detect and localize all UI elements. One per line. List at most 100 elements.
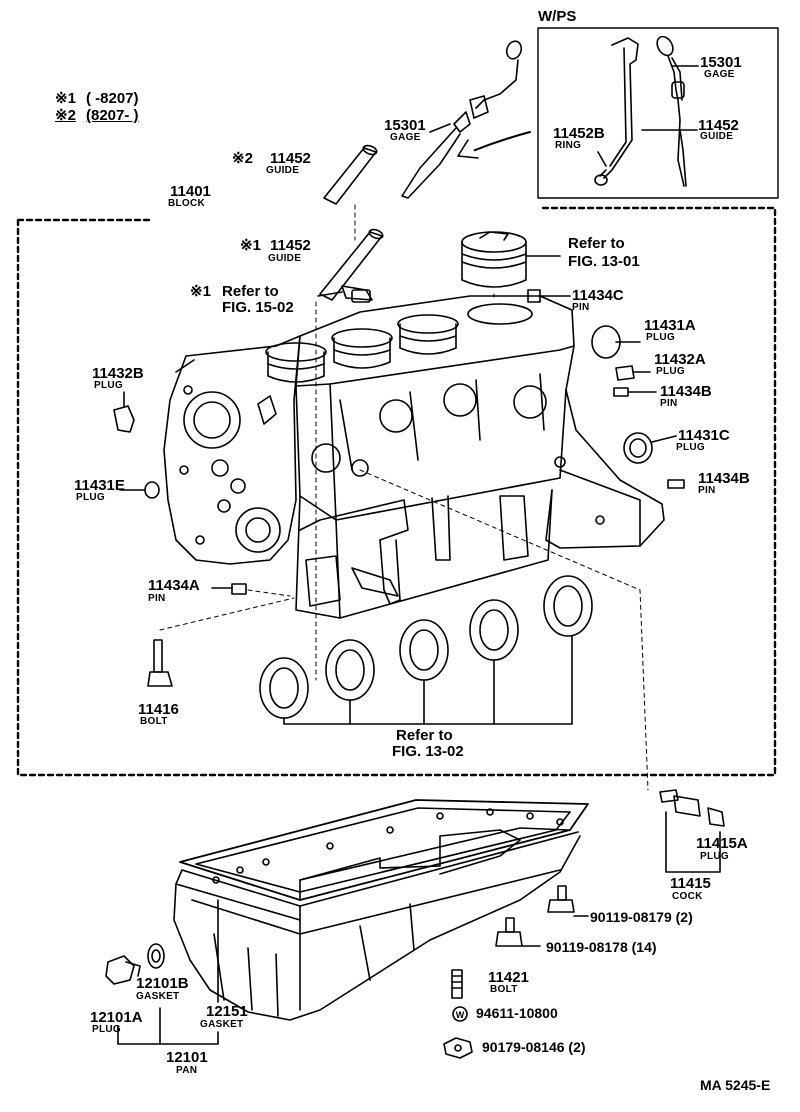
pin-11434B-2-drawing <box>667 479 685 489</box>
pan-plug-gasket-drawing <box>147 943 165 969</box>
ref-15-02-line2: FIG. 15-02 <box>222 299 294 316</box>
part-11434A-num: 11434A <box>148 577 200 594</box>
note-1-range: ( -8207) <box>86 90 139 107</box>
part-11421-name: BOLT <box>490 984 518 995</box>
ref-13-01-line1: Refer to <box>568 235 625 252</box>
main-bearings-drawing <box>259 575 593 719</box>
nut-90179-drawing <box>443 1037 473 1059</box>
part-11434B-2-name: PIN <box>698 485 716 496</box>
ref-13-01-line2: FIG. 13-01 <box>568 253 640 270</box>
part-11434B-1-num: 11434B <box>660 383 712 400</box>
pan-plug-drawing <box>105 955 141 985</box>
part-90119-08179-num: 90119-08179 (2) <box>590 909 693 925</box>
ref-13-02-line1: Refer to <box>396 727 453 744</box>
part-12101A-num: 12101A <box>90 1009 143 1026</box>
part-11434C-name: PIN <box>572 302 590 313</box>
part-11431E-num: 11431E <box>74 477 125 494</box>
part-11421-num: 11421 <box>488 969 529 986</box>
part-15301-num: 15301 <box>384 117 426 134</box>
note-2-mark: ※2 <box>55 107 76 124</box>
part-94611-num: 94611-10800 <box>476 1005 558 1021</box>
note-1-mark: ※1 <box>55 90 76 107</box>
part-11452-s2-mark: ※2 <box>232 150 253 167</box>
bolt-90119-08179-drawing <box>547 885 575 913</box>
part-11432A-name: PLUG <box>656 366 685 377</box>
part-90119-08178-num: 90119-08178 (14) <box>546 939 657 955</box>
cock-11415-drawing <box>659 789 725 827</box>
part-11434A-name: PIN <box>148 593 166 604</box>
part-15301-name: GAGE <box>390 132 421 143</box>
part-11434C-num: 11434C <box>572 287 624 304</box>
part-11415A-num: 11415A <box>696 835 748 852</box>
ref-15-02-line1: Refer to <box>222 283 279 300</box>
part-11452-inset-num: 11452 <box>698 117 739 134</box>
bolt-90119-08178-drawing <box>495 917 523 947</box>
bolt-11421-drawing <box>451 969 463 999</box>
part-11452-s1-name: GUIDE <box>268 253 302 264</box>
sensor-drawing <box>341 285 373 303</box>
inset-arrow <box>469 131 531 153</box>
part-11431C-num: 11431C <box>678 427 730 444</box>
part-11431A-name: PLUG <box>646 332 675 343</box>
part-11432B-num: 11432B <box>92 365 144 382</box>
part-90179-num: 90179-08146 (2) <box>482 1039 586 1055</box>
diagram-code: MA 5245-E <box>700 1077 771 1093</box>
part-11416-name: BOLT <box>140 716 168 727</box>
part-12151-name: GASKET <box>200 1019 244 1030</box>
part-11452-s1-mark: ※1 <box>240 237 261 254</box>
pin-11434C-drawing <box>527 289 541 303</box>
plug-11432B-drawing <box>113 405 135 433</box>
part-11452B-name: RING <box>555 140 582 151</box>
plug-11431E-drawing <box>144 481 160 499</box>
part-11401-num: 11401 <box>170 183 211 200</box>
part-11452-s2-num: 11452 <box>270 150 311 167</box>
part-11432B-name: PLUG <box>94 380 123 391</box>
part-11452-inset-name: GUIDE <box>700 131 734 142</box>
part-12151-num: 12151 <box>206 1003 248 1020</box>
part-11415-name: COCK <box>672 891 703 902</box>
part-11431A-num: 11431A <box>644 317 696 334</box>
block-assembly-boundary <box>16 206 777 777</box>
washer-94611-drawing <box>452 1006 468 1022</box>
part-11434B-2-num: 11434B <box>698 470 750 487</box>
part-12101A-name: PLUG <box>92 1024 121 1035</box>
bolt-11416-drawing <box>147 639 173 687</box>
part-12101-name: PAN <box>176 1065 198 1076</box>
pin-11434A-drawing <box>231 583 247 595</box>
part-11415-num: 11415 <box>670 875 711 892</box>
wps-title: W/PS <box>538 8 577 25</box>
plug-11432A-drawing <box>615 365 635 381</box>
ref-15-02-mark: ※1 <box>190 283 211 300</box>
part-11431C-name: PLUG <box>676 442 705 453</box>
part-11431E-name: PLUG <box>76 492 105 503</box>
wps-guide-tube-drawing <box>594 37 639 186</box>
piston-top-drawing <box>461 231 527 288</box>
plug-11431C-drawing <box>623 432 653 464</box>
engine-block-drawing <box>163 295 665 619</box>
guide-11452-s2-drawing <box>323 144 378 205</box>
part-11416-num: 11416 <box>138 701 179 718</box>
part-11432A-num: 11432A <box>654 351 706 368</box>
wps-inset-box <box>537 27 779 199</box>
note-2-range: (8207- ) <box>86 107 139 124</box>
part-11415A-name: PLUG <box>700 851 729 862</box>
gage-15301-drawing <box>401 40 523 199</box>
guide-11452-s1-drawing <box>319 228 384 301</box>
ref-13-02-line2: FIG. 13-02 <box>392 743 464 760</box>
part-11401-name: BLOCK <box>168 198 206 209</box>
pin-11434B-1-drawing <box>613 387 629 397</box>
part-11434B-1-name: PIN <box>660 398 678 409</box>
part-11452-s2-name: GUIDE <box>266 165 300 176</box>
oil-pan-drawing <box>173 799 589 1021</box>
washer-mark: W <box>456 1010 465 1020</box>
part-12101B-name: GASKET <box>136 991 180 1002</box>
part-15301-inset-name: GAGE <box>704 69 735 80</box>
part-11452B-num: 11452B <box>553 125 605 142</box>
part-12101-num: 12101 <box>166 1049 208 1066</box>
part-11452-s1-num: 11452 <box>270 237 311 254</box>
part-15301-inset-num: 15301 <box>700 54 742 71</box>
wps-gage-drawing <box>656 35 687 187</box>
part-12101B-num: 12101B <box>136 975 189 992</box>
